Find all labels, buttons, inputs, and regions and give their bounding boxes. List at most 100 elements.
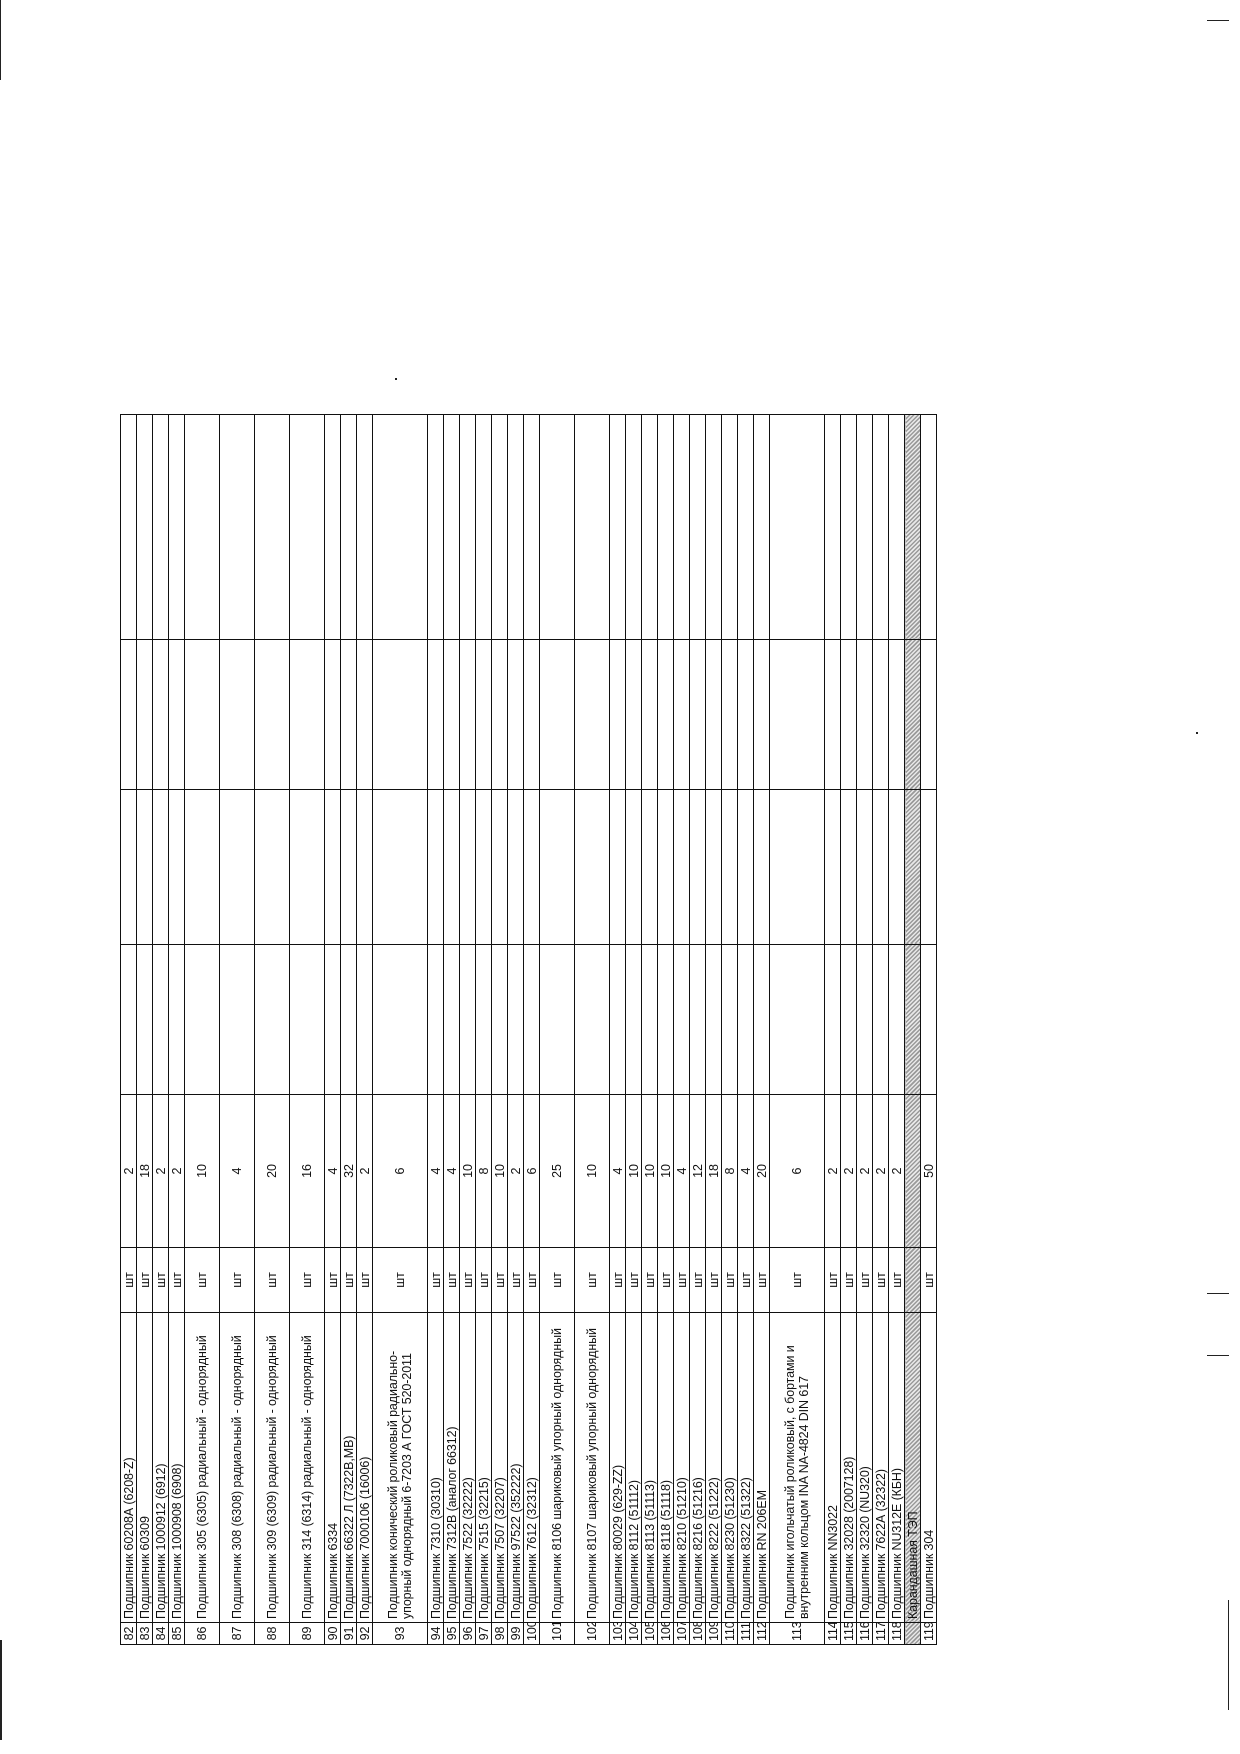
empty-cell bbox=[753, 414, 770, 640]
empty-cell bbox=[289, 944, 325, 1095]
quantity: 6 bbox=[523, 1094, 540, 1248]
empty-cell bbox=[689, 944, 706, 1095]
quantity: 4 bbox=[324, 1094, 341, 1248]
empty-cell bbox=[824, 639, 841, 790]
empty-cell bbox=[737, 639, 754, 790]
row-number: 91 bbox=[340, 1622, 357, 1645]
empty-cell bbox=[904, 789, 921, 945]
unit-of-measure: шт bbox=[753, 1247, 770, 1313]
empty-cell bbox=[737, 414, 754, 640]
row-number: 106 bbox=[657, 1622, 674, 1645]
row-number: 82 bbox=[120, 1622, 137, 1645]
empty-cell bbox=[507, 944, 524, 1095]
item-name: Подшипник 32320 (NU320) bbox=[856, 1312, 873, 1623]
empty-cell bbox=[641, 414, 658, 640]
unit-of-measure: шт bbox=[136, 1247, 153, 1313]
empty-cell bbox=[372, 944, 428, 1095]
empty-cell bbox=[219, 639, 255, 790]
empty-cell bbox=[904, 414, 921, 640]
empty-cell bbox=[539, 789, 575, 945]
item-name: Подшипник 80029 (629-ZZ) bbox=[609, 1312, 626, 1623]
empty-cell bbox=[356, 414, 373, 640]
empty-cell bbox=[254, 789, 290, 945]
empty-cell bbox=[459, 789, 476, 945]
row-number: 86 bbox=[184, 1622, 220, 1645]
empty-cell bbox=[491, 414, 508, 640]
quantity: 2 bbox=[152, 1094, 169, 1248]
empty-cell bbox=[136, 944, 153, 1095]
empty-cell bbox=[689, 789, 706, 945]
quantity: 4 bbox=[427, 1094, 444, 1248]
unit-of-measure: шт bbox=[769, 1247, 825, 1313]
empty-cell bbox=[340, 789, 357, 945]
unit-of-measure: шт bbox=[289, 1247, 325, 1313]
row-number: 99 bbox=[507, 1622, 524, 1645]
scan-edge-mark bbox=[0, 1640, 2, 1740]
empty-cell bbox=[574, 944, 610, 1095]
quantity: 4 bbox=[443, 1094, 460, 1248]
empty-cell bbox=[769, 639, 825, 790]
empty-cell bbox=[289, 789, 325, 945]
quantity: 10 bbox=[574, 1094, 610, 1248]
empty-cell bbox=[491, 639, 508, 790]
empty-cell bbox=[136, 639, 153, 790]
quantity: 2 bbox=[888, 1094, 905, 1248]
quantity: 8 bbox=[475, 1094, 492, 1248]
item-name: Подшипник 60309 bbox=[136, 1312, 153, 1623]
empty-cell bbox=[737, 789, 754, 945]
empty-cell bbox=[427, 944, 444, 1095]
item-name: Подшипник 8230 (51230) bbox=[721, 1312, 738, 1623]
row-number: 93 bbox=[372, 1622, 428, 1645]
empty-cell bbox=[372, 789, 428, 945]
empty-cell bbox=[491, 789, 508, 945]
unit-of-measure: шт bbox=[609, 1247, 626, 1313]
empty-cell bbox=[824, 944, 841, 1095]
row-number: 83 bbox=[136, 1622, 153, 1645]
empty-cell bbox=[184, 789, 220, 945]
empty-cell bbox=[904, 639, 921, 790]
row-number: 116 bbox=[856, 1622, 873, 1645]
empty-cell bbox=[507, 789, 524, 945]
empty-cell bbox=[523, 414, 540, 640]
empty-cell bbox=[152, 414, 169, 640]
empty-cell bbox=[324, 789, 341, 945]
unit-of-measure: шт bbox=[689, 1247, 706, 1313]
empty-cell bbox=[254, 944, 290, 1095]
scan-edge-mark bbox=[0, 0, 1, 80]
item-name: Подшипник 8216 (51216) bbox=[689, 1312, 706, 1623]
quantity: 2 bbox=[356, 1094, 373, 1248]
unit-of-measure: шт bbox=[657, 1247, 674, 1313]
unit-of-measure: шт bbox=[641, 1247, 658, 1313]
empty-cell bbox=[324, 414, 341, 640]
empty-cell bbox=[459, 414, 476, 640]
empty-cell bbox=[475, 414, 492, 640]
empty-cell bbox=[184, 414, 220, 640]
quantity: 2 bbox=[168, 1094, 185, 1248]
item-name: Подшипник 7310 (30310) bbox=[427, 1312, 444, 1623]
unit-of-measure: шт bbox=[219, 1247, 255, 1313]
row-number: 95 bbox=[443, 1622, 460, 1645]
empty-cell bbox=[920, 789, 937, 945]
empty-cell bbox=[372, 414, 428, 640]
item-name: Карандашная ТЭП bbox=[904, 1312, 921, 1623]
empty-cell bbox=[427, 414, 444, 640]
scan-edge-mark bbox=[1207, 1355, 1229, 1356]
empty-cell bbox=[769, 944, 825, 1095]
empty-cell bbox=[888, 414, 905, 640]
